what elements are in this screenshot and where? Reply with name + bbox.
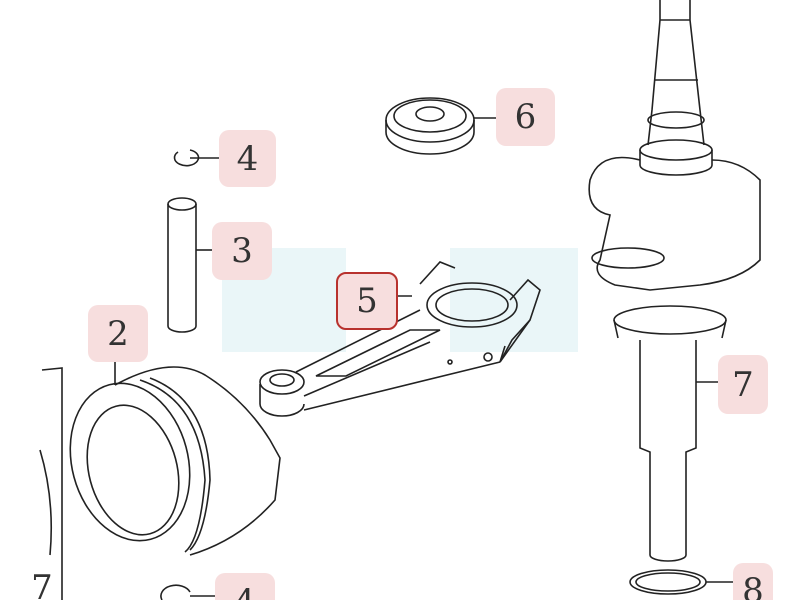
callout-piston-pin[interactable]: 3 xyxy=(212,222,272,280)
piston-pin-part[interactable] xyxy=(167,197,212,333)
callout-circlip-top[interactable]: 4 xyxy=(219,130,276,187)
circlip-part[interactable] xyxy=(173,149,222,167)
callout-connecting-rod[interactable]: 5 xyxy=(336,272,398,330)
circlip-bottom-part[interactable] xyxy=(160,584,215,600)
callout-bearing[interactable]: 6 xyxy=(496,88,555,146)
callout-circlip-bottom[interactable]: 4 xyxy=(215,573,275,600)
callout-piston[interactable]: 2 xyxy=(88,305,148,362)
callout-crankshaft[interactable]: 7 xyxy=(718,355,768,414)
callout-edge-partial: 7 xyxy=(31,568,53,600)
crankshaft-part[interactable] xyxy=(588,0,761,595)
highlight-band-right xyxy=(450,248,578,352)
connecting-rod-part[interactable] xyxy=(259,261,541,417)
callout-seal[interactable]: 8 xyxy=(733,563,773,600)
piston-part[interactable] xyxy=(39,362,281,600)
bearing-part[interactable] xyxy=(385,97,496,155)
